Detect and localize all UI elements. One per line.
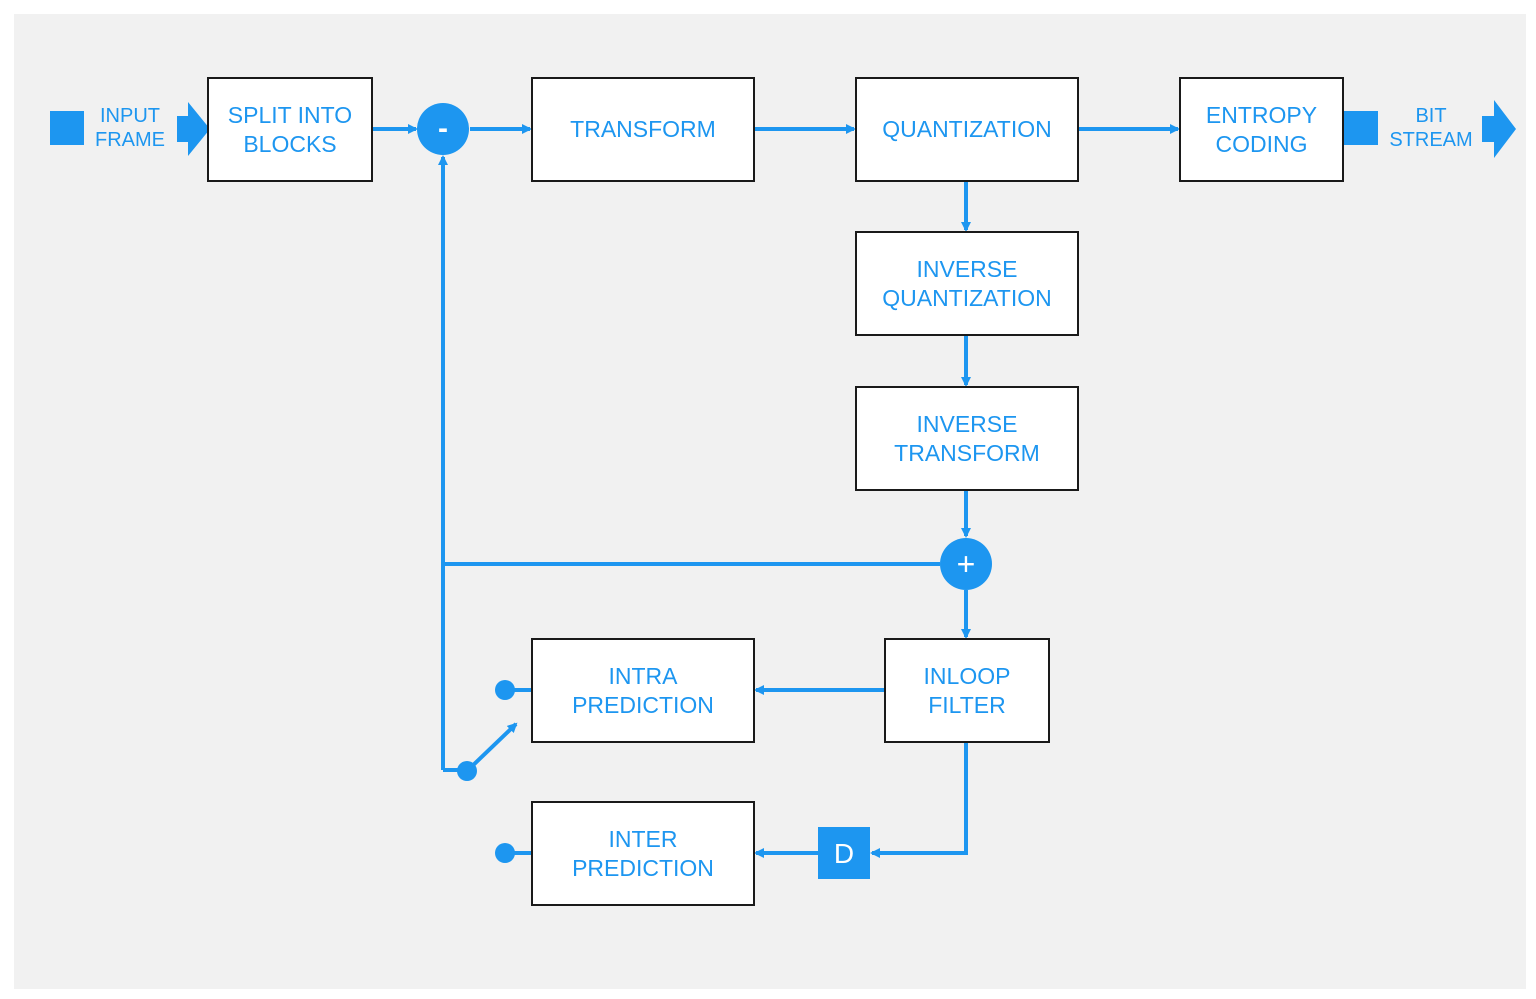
inverse-quantization-line2: QUANTIZATION bbox=[882, 284, 1052, 311]
subtract-symbol: - bbox=[438, 112, 448, 145]
inverse-quantization-line1: INVERSE bbox=[916, 255, 1018, 282]
bit-stream-label: BIT STREAM bbox=[1380, 104, 1482, 152]
quantization-box: QUANTIZATION bbox=[855, 77, 1079, 182]
inverse-transform-box: INVERSE TRANSFORM bbox=[855, 386, 1079, 491]
inverse-transform-line2: TRANSFORM bbox=[894, 439, 1040, 466]
quantization-label: QUANTIZATION bbox=[882, 116, 1052, 142]
split-line2: BLOCKS bbox=[243, 130, 337, 157]
inloop-filter-line2: FILTER bbox=[928, 691, 1006, 718]
bit-stream-line1: BIT bbox=[1415, 105, 1447, 127]
input-frame-line1: INPUT bbox=[100, 105, 160, 127]
add-symbol: + bbox=[957, 546, 976, 582]
split-into-blocks-box: SPLIT INTO BLOCKS bbox=[207, 77, 373, 182]
split-line1: SPLIT INTO bbox=[227, 101, 353, 128]
intra-prediction-line1: INTRA bbox=[608, 662, 678, 689]
inter-prediction-line1: INTER bbox=[608, 825, 678, 852]
input-frame-square bbox=[50, 111, 84, 145]
bit-stream-arrow bbox=[1482, 100, 1516, 158]
inloop-to-delay-arrow bbox=[870, 743, 968, 858]
entropy-coding-box: ENTROPY CODING bbox=[1179, 77, 1344, 182]
transform-box: TRANSFORM bbox=[531, 77, 755, 182]
inter-prediction-box: INTER PREDICTION bbox=[531, 801, 755, 906]
intra-terminal-dot bbox=[495, 680, 515, 700]
delay-label: D bbox=[834, 838, 854, 869]
delay-block: D bbox=[818, 827, 870, 879]
intra-prediction-line2: PREDICTION bbox=[572, 691, 714, 718]
inloop-filter-line1: INLOOP bbox=[923, 662, 1011, 689]
inloop-filter-box: INLOOP FILTER bbox=[884, 638, 1050, 743]
input-frame-arrow bbox=[177, 102, 210, 156]
entropy-line2: CODING bbox=[1215, 130, 1308, 157]
input-frame-line2: FRAME bbox=[95, 129, 165, 151]
transform-label: TRANSFORM bbox=[570, 116, 716, 142]
inter-terminal-dot bbox=[495, 843, 515, 863]
inter-prediction-line2: PREDICTION bbox=[572, 854, 714, 881]
bit-stream-line2: STREAM bbox=[1389, 129, 1473, 151]
adder-operator: + bbox=[940, 538, 992, 590]
switch-lever-arrow bbox=[465, 722, 518, 773]
input-frame-label: INPUT FRAME bbox=[88, 104, 172, 152]
entropy-line1: ENTROPY bbox=[1205, 101, 1318, 128]
subtract-operator: - bbox=[417, 103, 469, 155]
bit-stream-square bbox=[1344, 111, 1378, 145]
intra-prediction-box: INTRA PREDICTION bbox=[531, 638, 755, 743]
inverse-quantization-box: INVERSE QUANTIZATION bbox=[855, 231, 1079, 336]
inverse-transform-line1: INVERSE bbox=[916, 410, 1018, 437]
